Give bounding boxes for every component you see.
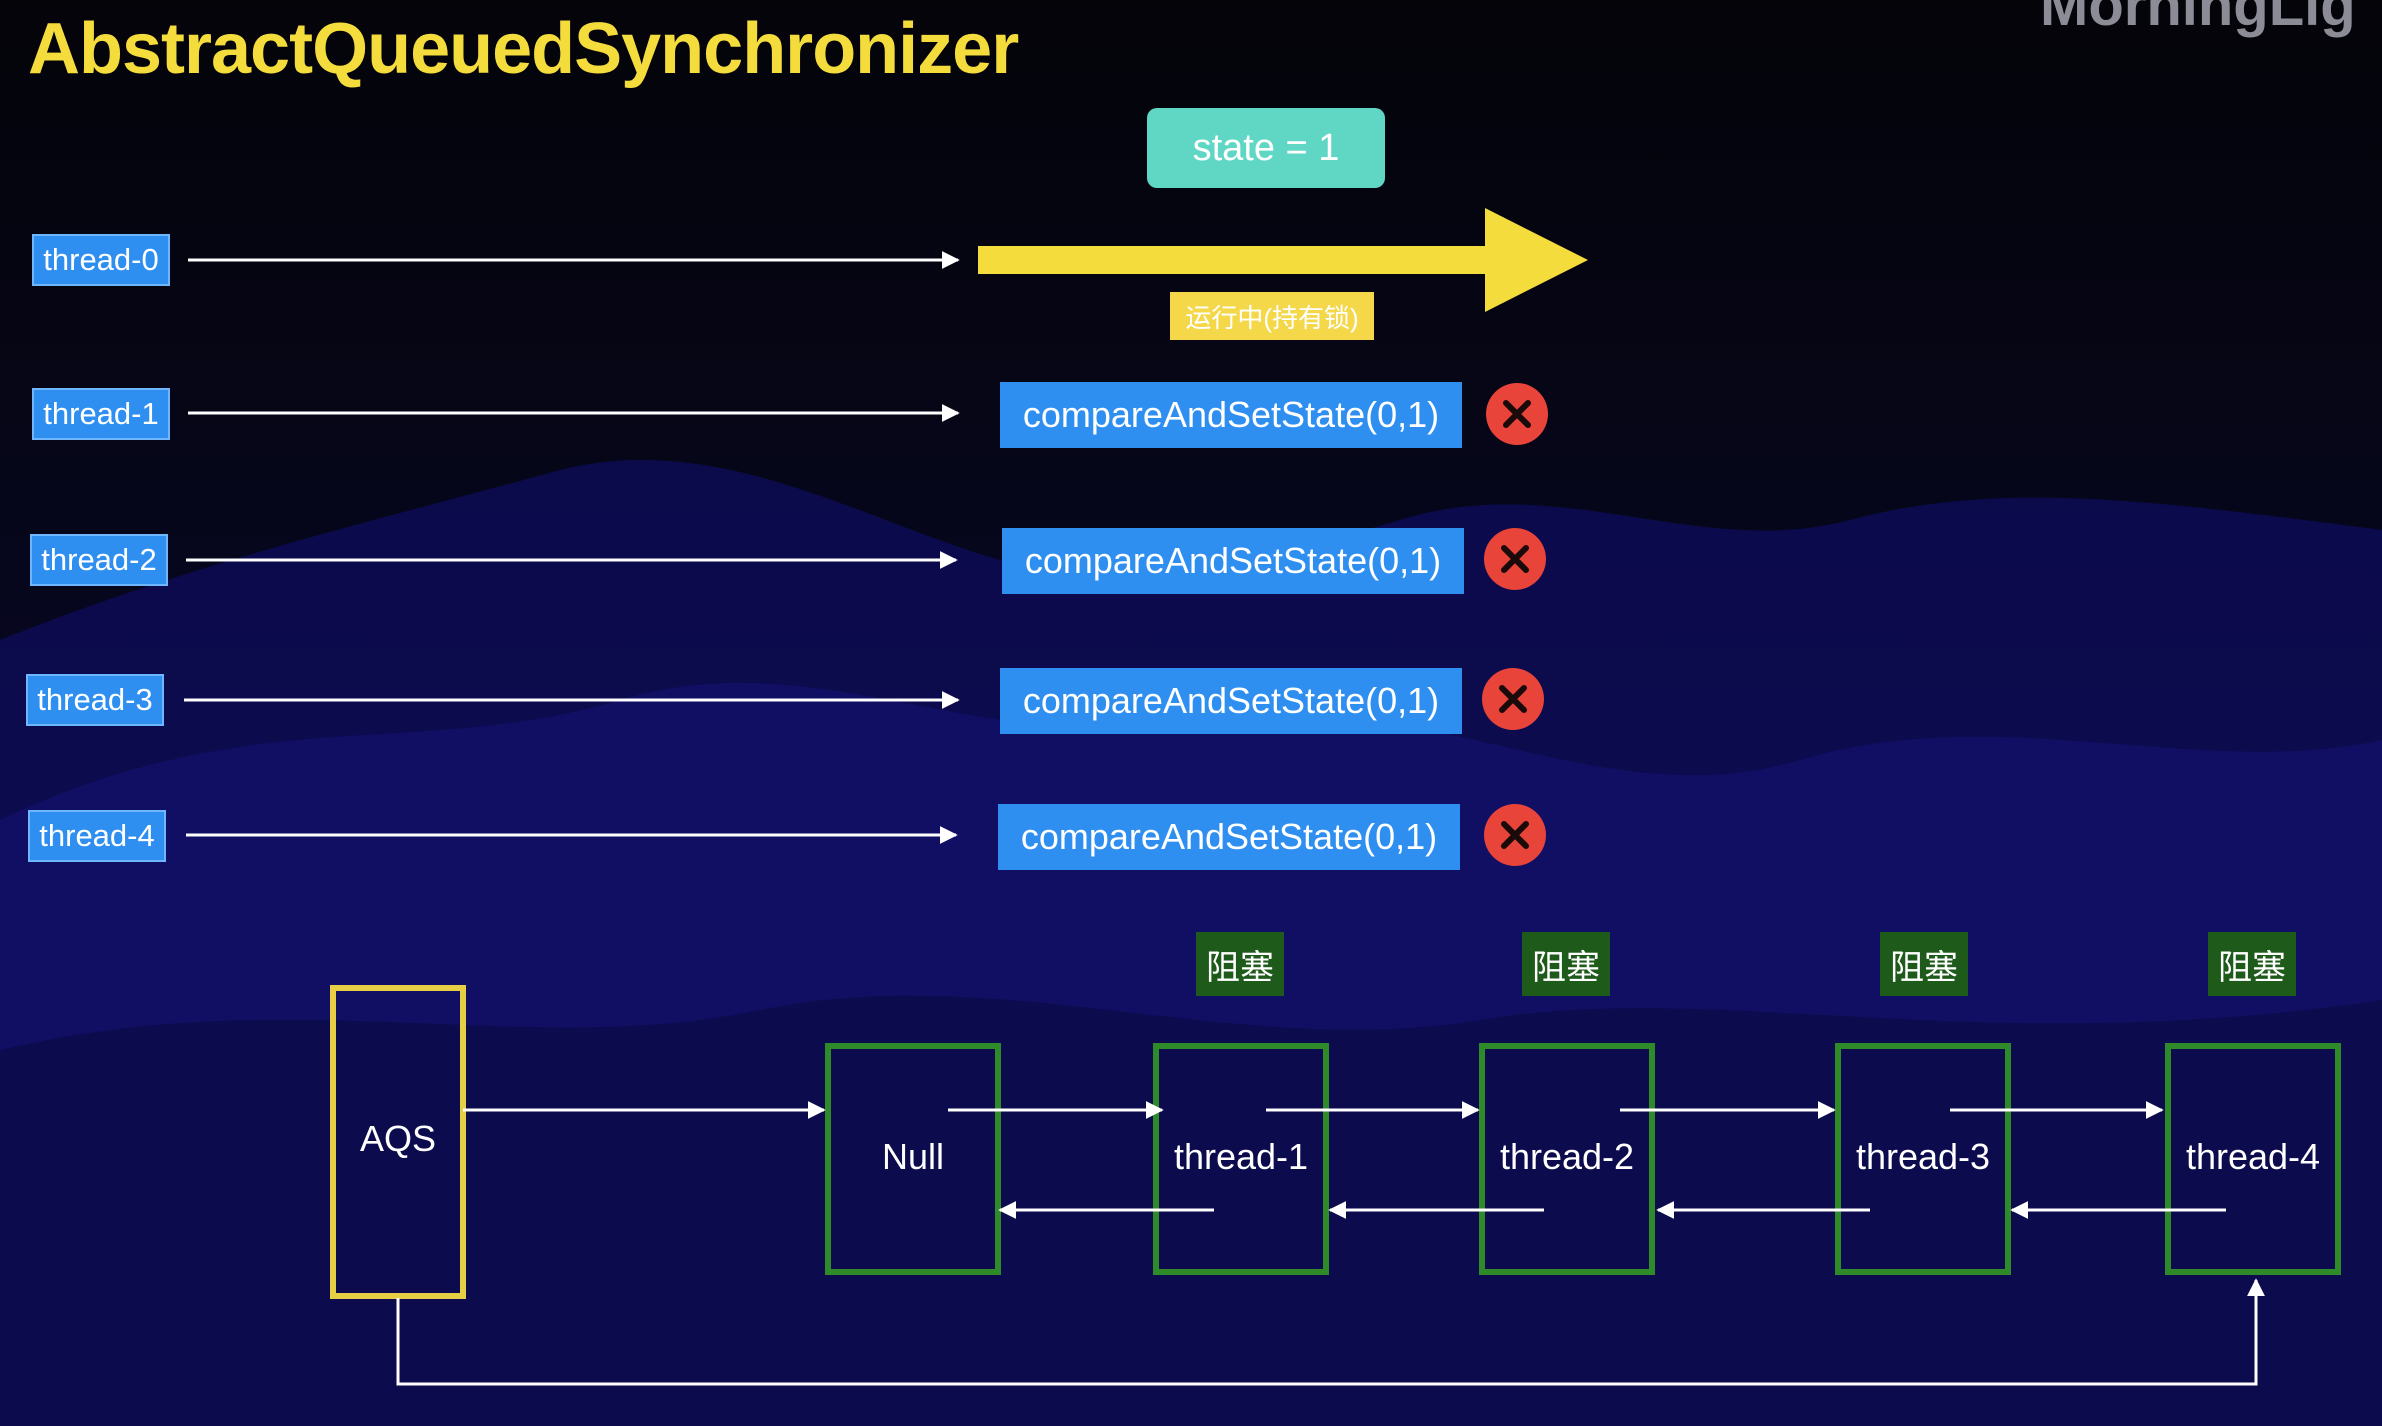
queue-node-thread-2 bbox=[1479, 1043, 1655, 1275]
page-title: AbstractQueuedSynchronizer bbox=[28, 9, 1019, 89]
running-label: 运行中(持有锁) bbox=[1170, 292, 1374, 340]
queue-node-label: thread-2 bbox=[1499, 1136, 1635, 1177]
thread-label-0: thread-0 bbox=[32, 234, 170, 286]
thread-label-4: thread-4 bbox=[28, 810, 166, 862]
cas-box-thread-3: compareAndSetState(0,1) bbox=[1000, 668, 1462, 734]
queue-node-thread-1 bbox=[1153, 1043, 1329, 1275]
blocked-label-thread-4: 阻塞 bbox=[2208, 932, 2296, 996]
running-arrow bbox=[978, 208, 1588, 312]
thread-label-3: thread-3 bbox=[26, 674, 164, 726]
queue-node-label: Null bbox=[881, 1136, 944, 1177]
blocked-label-thread-1: 阻塞 bbox=[1196, 932, 1284, 996]
cas-box-thread-4: compareAndSetState(0,1) bbox=[998, 804, 1460, 870]
queue-node-null bbox=[825, 1043, 1001, 1275]
queue-node-thread-3 bbox=[1835, 1043, 2011, 1275]
cas-box-thread-2: compareAndSetState(0,1) bbox=[1002, 528, 1464, 594]
cas-box-thread-1: compareAndSetState(0,1) bbox=[1000, 382, 1462, 448]
queue-node-label: thread-4 bbox=[2185, 1136, 2321, 1177]
aqs-label: AQS bbox=[359, 1118, 437, 1159]
cas-failed-icon bbox=[1484, 804, 1546, 866]
cas-failed-icon bbox=[1486, 383, 1548, 445]
queue-node-thread-4 bbox=[2165, 1043, 2341, 1275]
cas-failed-icon bbox=[1482, 668, 1544, 730]
watermark: MorningLig bbox=[2040, 0, 2356, 38]
queue-node-label: thread-3 bbox=[1855, 1136, 1991, 1177]
tail-pointer-arrow bbox=[396, 1278, 2265, 1386]
thread-label-2: thread-2 bbox=[30, 534, 168, 586]
thread-label-1: thread-1 bbox=[32, 388, 170, 440]
blocked-label-thread-2: 阻塞 bbox=[1522, 932, 1610, 996]
blocked-label-thread-3: 阻塞 bbox=[1880, 932, 1968, 996]
queue-node-label: thread-1 bbox=[1173, 1136, 1309, 1177]
cas-failed-icon bbox=[1484, 528, 1546, 590]
aqs-node bbox=[330, 985, 466, 1299]
state-badge: state = 1 bbox=[1147, 108, 1385, 188]
